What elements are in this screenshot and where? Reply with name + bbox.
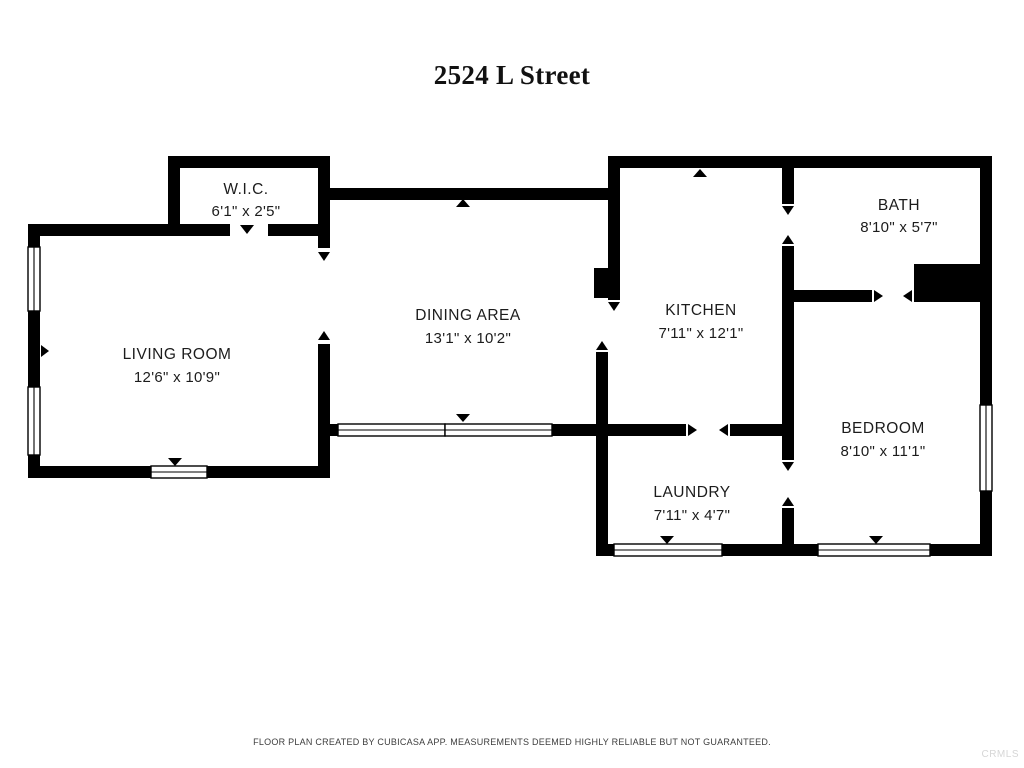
window-living-bottom: [150, 465, 208, 479]
window-living-left-1: [27, 246, 41, 312]
door-arrow-icon: [318, 252, 330, 261]
door-arrow-icon: [688, 424, 697, 436]
window-living-left-2: [27, 386, 41, 456]
window-bedroom-bottom: [817, 543, 931, 557]
door-arrow-icon: [456, 414, 470, 422]
room-label-bath: BATH: [878, 197, 920, 214]
room-dims-laundry: 7'11" x 4'7": [654, 507, 730, 524]
room-dims-living: 12'6" x 10'9": [134, 369, 220, 386]
wall-kitchen-bath-top: [608, 156, 992, 168]
room-dims-kitchen: 7'11" x 12'1": [658, 325, 743, 342]
wall-living-dining-lower: [318, 344, 330, 478]
wall-laundry-left: [596, 424, 608, 556]
door-arrow-icon: [693, 169, 707, 177]
wall-wic-top: [168, 156, 330, 168]
door-arrow-icon: [596, 341, 608, 350]
watermark: CRMLS: [981, 749, 1019, 760]
door-arrow-icon: [660, 536, 674, 544]
wall-living-top-left: [28, 224, 230, 236]
room-dims-bath: 8'10" x 5'7": [860, 219, 938, 236]
door-arrow-icon: [608, 302, 620, 311]
door-arrow-icon: [456, 199, 470, 207]
wall-right-exterior: [980, 156, 992, 556]
room-label-bedroom: BEDROOM: [841, 420, 925, 437]
disclaimer-text: FLOOR PLAN CREATED BY CUBICASA APP. MEAS…: [253, 737, 771, 747]
door-arrow-icon: [903, 290, 912, 302]
windows: [27, 246, 993, 557]
door-arrow-icon: [41, 345, 49, 357]
door-arrow-icon: [782, 497, 794, 506]
wall-bath-block: [914, 264, 992, 302]
room-dims-bedroom: 8'10" x 11'1": [840, 443, 925, 460]
wall-wic-left: [168, 156, 180, 236]
door-arrow-icon: [719, 424, 728, 436]
door-arrow-icon: [318, 331, 330, 340]
door-arrow-icon: [782, 462, 794, 471]
wall-dining-bottom-left: [318, 424, 338, 436]
door-arrow-icon: [869, 536, 883, 544]
door-arrow-icon: [874, 290, 883, 302]
wall-kitchen-left-upper: [608, 156, 620, 300]
door-arrow-icon: [168, 458, 182, 466]
window-bedroom-right: [979, 404, 993, 492]
door-arrow-icon: [782, 235, 794, 244]
window-dining-bottom-2: [444, 423, 553, 437]
wall-dining-bottom-right: [552, 424, 686, 436]
wall-living-top-right: [268, 224, 330, 236]
room-label-dining: DINING AREA: [415, 307, 521, 324]
room-label-kitchen: KITCHEN: [665, 302, 737, 319]
wall-kitchen-right-a: [782, 156, 794, 204]
room-label-laundry: LAUNDRY: [653, 484, 730, 501]
window-dining-bottom-1: [337, 423, 446, 437]
room-label-wic: W.I.C.: [223, 181, 268, 198]
wall-kitchen-left-lower: [596, 352, 608, 424]
room-labels: W.I.C. 6'1" x 2'5" LIVING ROOM 12'6" x 1…: [123, 181, 938, 524]
room-dims-wic: 6'1" x 2'5": [212, 203, 281, 220]
wall-kitchen-right-c: [782, 508, 794, 556]
wall-kitchen-bottom-right: [730, 424, 794, 436]
room-dims-dining: 13'1" x 10'2": [425, 330, 511, 347]
door-arrow-icon: [782, 206, 794, 215]
wall-bath-bottom: [782, 290, 872, 302]
wall-kitchen-right-b: [782, 246, 794, 460]
wall-dining-top: [318, 188, 620, 200]
page-title: 2524 L Street: [433, 60, 591, 90]
window-laundry-bottom: [613, 543, 723, 557]
door-markers: [41, 169, 912, 544]
door-arrow-icon: [240, 225, 254, 234]
wall-living-dining-upper: [318, 156, 330, 248]
wall-kitchen-left-jog: [594, 268, 620, 298]
room-label-living: LIVING ROOM: [123, 346, 232, 363]
